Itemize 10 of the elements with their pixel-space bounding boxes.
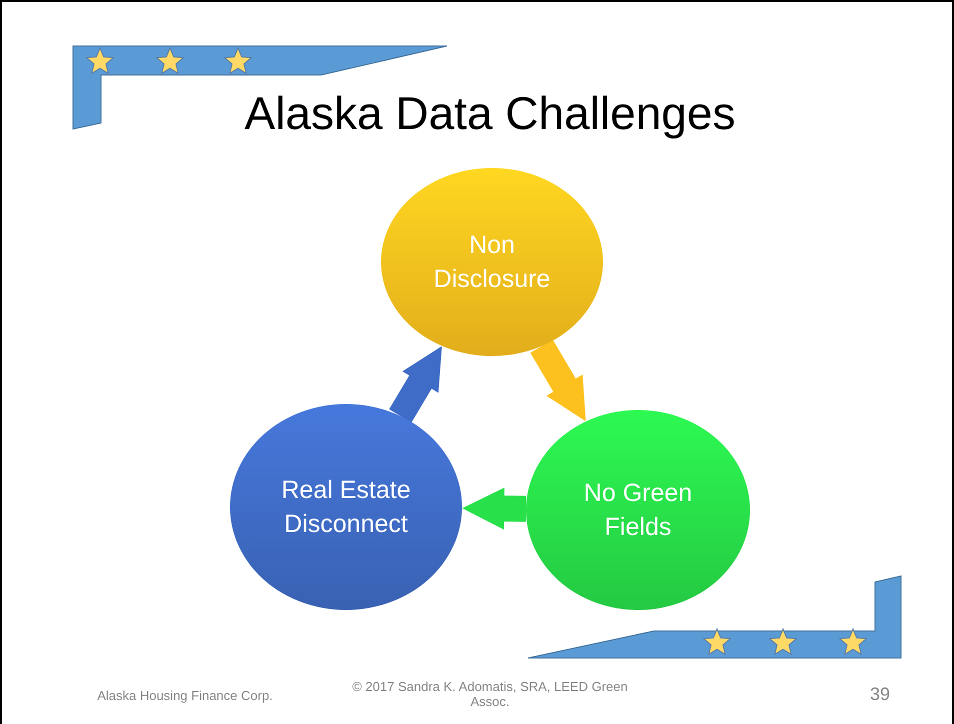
circle-label: Non Disclosure bbox=[432, 230, 552, 295]
copyright-text: © 2017 Sandra K. Adomatis, SRA, LEED Green Assoc. bbox=[351, 679, 629, 709]
footer-text: Alaska Housing Finance Corp. bbox=[96, 688, 274, 703]
block-arrow bbox=[462, 488, 526, 530]
block-arrow bbox=[389, 346, 442, 423]
page-number: 39 bbox=[868, 684, 892, 705]
block-arrow bbox=[530, 340, 586, 422]
circle-label: No Green Fields bbox=[582, 478, 694, 543]
slide-title: Alaska Data Challenges bbox=[244, 86, 736, 140]
circle-label: Real Estate Disconnect bbox=[280, 475, 412, 540]
